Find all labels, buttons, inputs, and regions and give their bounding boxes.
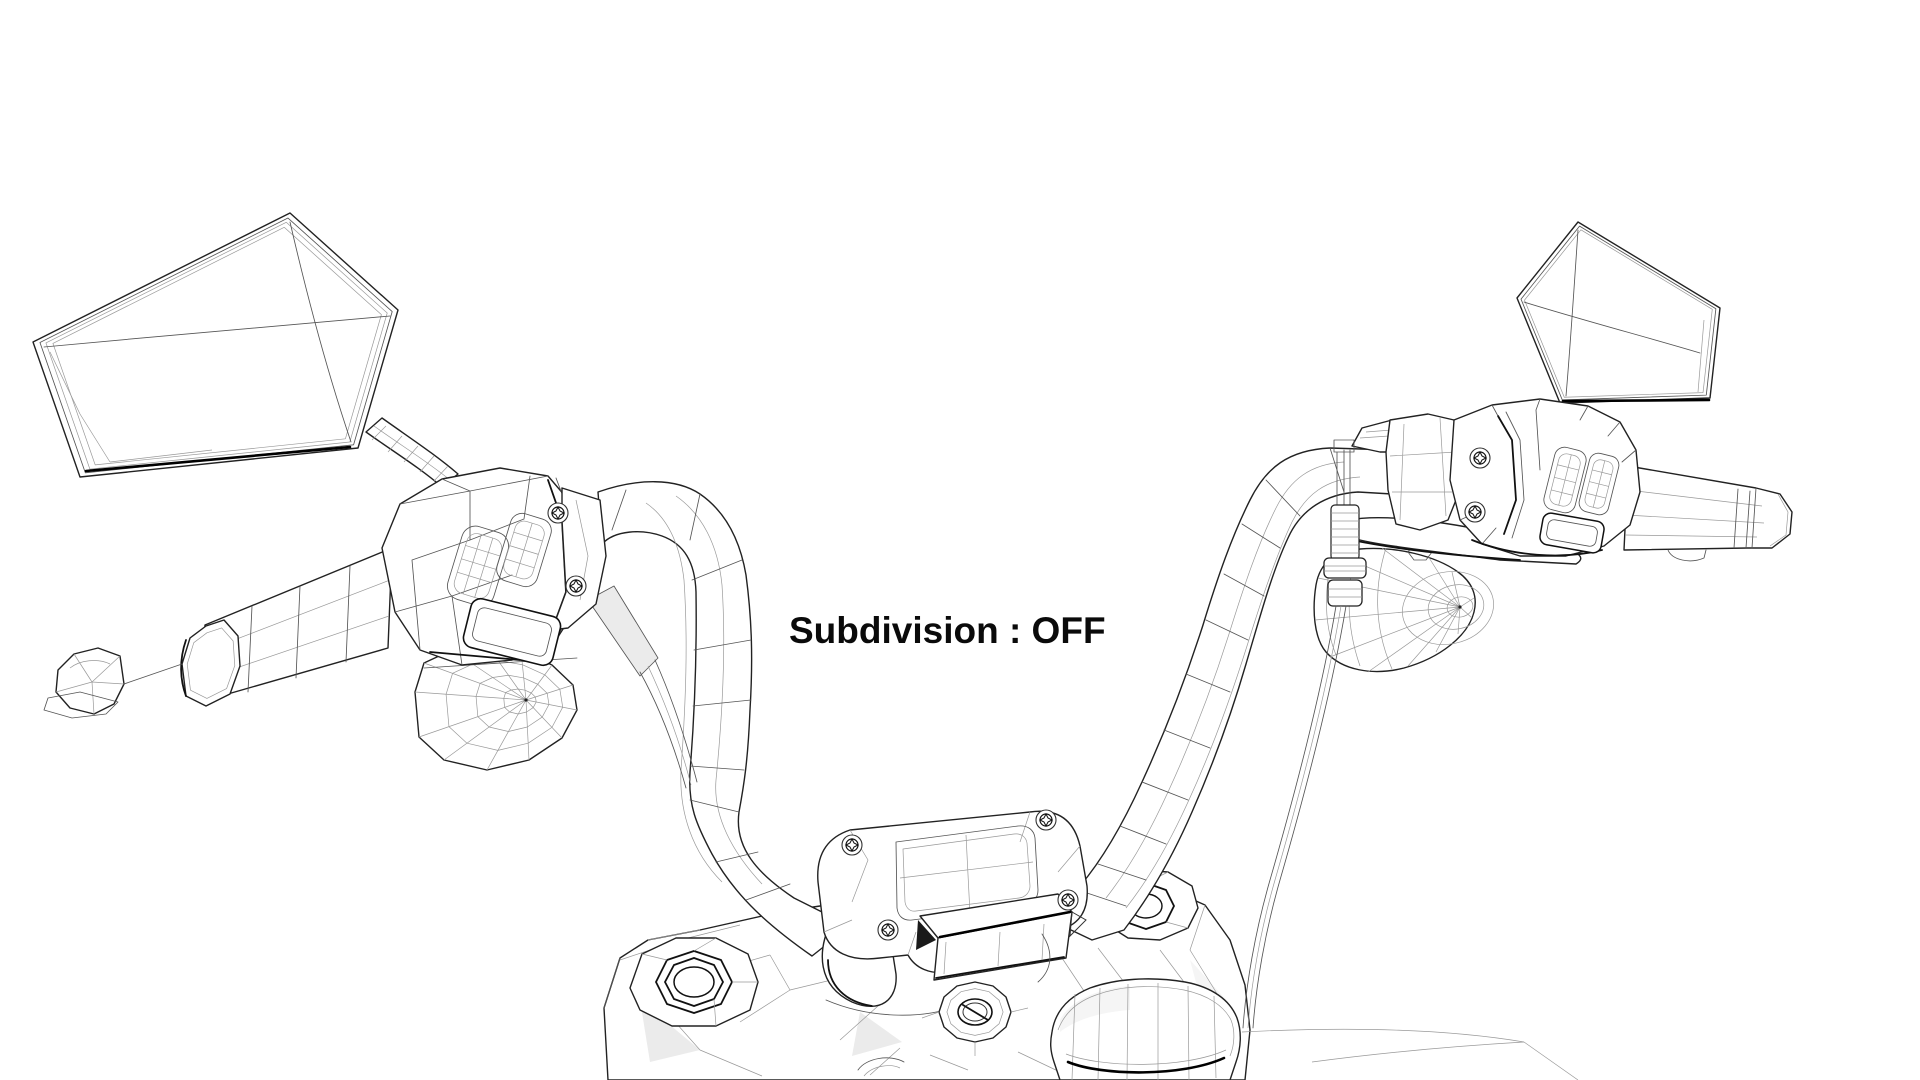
left-handlebar-tube xyxy=(598,482,850,956)
steering-stem-nut xyxy=(922,982,1028,1056)
right-mirror-pod xyxy=(1314,530,1500,672)
right-controls xyxy=(1345,399,1792,564)
left-control-cable xyxy=(588,586,697,788)
right-cable-adjuster xyxy=(1243,440,1366,1028)
ignition-pod xyxy=(1051,979,1241,1080)
left-grip xyxy=(44,468,606,718)
left-fork-bolt xyxy=(630,938,758,1026)
subdivision-status-label: Subdivision : OFF xyxy=(789,610,1106,651)
horn-disc xyxy=(415,645,577,770)
gauge-cluster xyxy=(818,809,1088,1006)
left-mirror xyxy=(33,213,458,487)
